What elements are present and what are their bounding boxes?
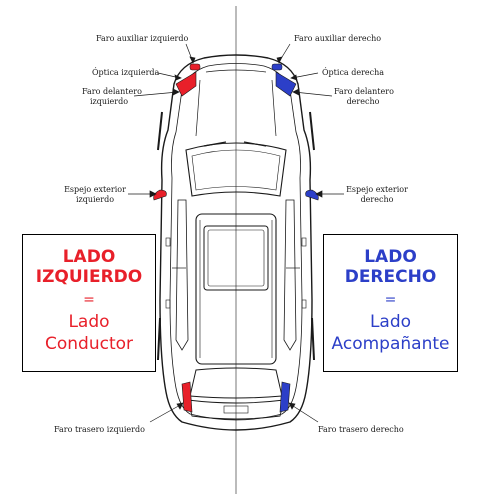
label-faro-delantero-derecho: Faro delantero derecho: [334, 87, 394, 107]
arrow-optica-izq: [174, 74, 182, 81]
right-side-box: LADO DERECHO = Lado Acompañante: [323, 234, 458, 372]
optica-derecha-part: [275, 71, 297, 97]
door-handle-left-2: [165, 299, 171, 309]
label-espejo-exterior-derecho-line1: Espejo exterior: [346, 185, 408, 194]
right-box-equals: =: [384, 292, 397, 308]
hood-line-right: [271, 79, 277, 137]
label-espejo-exterior-derecho: Espejo exterior derecho: [344, 185, 410, 205]
label-faro-delantero-izquierdo-line2: izquierdo: [89, 97, 129, 106]
faro-trasero-izquierdo-part: [181, 381, 193, 413]
arrow-faro-tras-der: [288, 402, 296, 410]
label-faro-delantero-izquierdo-line1: Faro delantero: [82, 87, 142, 96]
hood-line-left: [195, 79, 201, 137]
wheel-front-right: [309, 111, 315, 151]
arrow-espejo-der: [315, 190, 323, 198]
espejo-exterior-derecho-part: [305, 189, 319, 201]
door-handle-right-2: [301, 299, 307, 309]
optica-izquierda-part: [175, 71, 197, 97]
left-box-equals: =: [83, 292, 95, 308]
label-optica-izquierda: Óptica izquierda: [92, 68, 160, 77]
arrow-faro-tras-izq: [176, 402, 184, 410]
leader-faro-tras-izq: [149, 403, 183, 423]
faro-auxiliar-izquierdo-part: [189, 63, 201, 71]
roof: [195, 213, 277, 365]
leader-faro-del-der: [293, 91, 333, 97]
door-handle-left-1: [165, 237, 171, 247]
arrow-faro-aux-izq: [189, 56, 196, 64]
license-plate: [223, 405, 249, 414]
left-box-sub-line2: Conductor: [44, 334, 133, 354]
tailgate: [187, 399, 285, 420]
wheel-rear-right: [311, 317, 315, 361]
wiper-right: [243, 141, 267, 147]
label-espejo-exterior-izquierdo: Espejo exterior izquierdo: [62, 185, 128, 205]
side-window-right: [283, 199, 297, 351]
arrow-faro-del-der: [292, 88, 300, 96]
windshield-inner: [191, 149, 281, 191]
label-faro-trasero-derecho: Faro trasero derecho: [318, 425, 404, 434]
sunroof-inner: [207, 229, 265, 287]
label-optica-derecha: Óptica derecha: [322, 68, 385, 77]
wheel-front-left: [157, 111, 163, 151]
door-handle-right-1: [301, 237, 307, 247]
wheel-rear-left: [157, 317, 161, 361]
label-faro-delantero-derecho-line2: derecho: [346, 97, 380, 106]
label-faro-trasero-izquierdo: Faro trasero izquierdo: [54, 425, 145, 434]
leader-faro-tras-der: [289, 403, 319, 423]
faro-auxiliar-derecho-part: [271, 63, 283, 71]
label-espejo-exterior-izquierdo-line2: izquierdo: [75, 195, 115, 204]
label-faro-auxiliar-izquierdo: Faro auxiliar izquierdo: [96, 34, 189, 43]
espejo-exterior-izquierdo-part: [153, 189, 167, 201]
hood-grille: [205, 69, 267, 73]
left-box-sub-line1: Lado: [68, 312, 110, 332]
side-window-left: [175, 199, 189, 351]
wiper-left: [203, 141, 227, 147]
label-faro-delantero-derecho-line1: Faro delantero: [334, 87, 394, 96]
arrow-espejo-izq: [149, 190, 157, 198]
arrow-faro-aux-der: [276, 56, 283, 64]
right-box-title-line2: DERECHO: [344, 267, 437, 287]
faro-trasero-derecho-part: [279, 381, 291, 413]
arrow-optica-der: [290, 74, 298, 81]
label-espejo-exterior-izquierdo-line1: Espejo exterior: [64, 185, 126, 194]
car-body-outline: [159, 54, 313, 431]
leader-faro-del-izq: [133, 91, 179, 97]
left-box-title-line1: LADO: [62, 247, 116, 267]
right-box-sub-line1: Lado: [369, 312, 412, 332]
right-box-title-line1: LADO: [364, 247, 417, 267]
left-box-title-line2: IZQUIERDO: [35, 267, 143, 287]
label-espejo-exterior-derecho-line2: derecho: [360, 195, 394, 204]
sunroof: [203, 225, 269, 291]
left-side-box: LADO IZQUIERDO = Lado Conductor: [22, 234, 156, 372]
arrow-faro-del-izq: [172, 88, 180, 96]
label-faro-delantero-izquierdo: Faro delantero izquierdo: [82, 87, 142, 107]
label-faro-auxiliar-derecho: Faro auxiliar derecho: [294, 34, 382, 43]
right-box-sub-line2: Acompañante: [331, 334, 450, 354]
